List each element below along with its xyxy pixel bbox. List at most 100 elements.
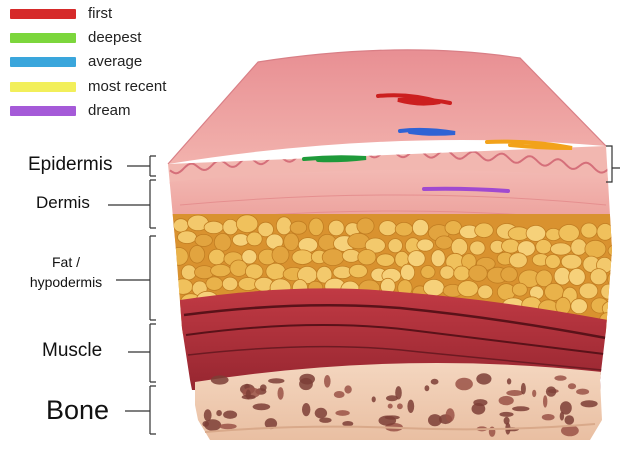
fat-cell xyxy=(607,270,612,288)
fat-cell xyxy=(596,223,612,241)
label-epidermis: Epidermis xyxy=(28,154,113,175)
deepest-mark xyxy=(302,155,367,163)
bone-pore xyxy=(216,410,222,417)
fat-cell xyxy=(589,268,608,286)
bone-pore xyxy=(506,390,524,396)
bone-pore xyxy=(299,373,316,385)
legend-swatch-dream xyxy=(10,106,76,116)
fat-cell xyxy=(257,221,274,238)
fat-cell xyxy=(241,249,258,265)
legend-label-average: average xyxy=(88,53,143,70)
label-fat-hypodermis: Fat / hypodermis xyxy=(18,252,114,292)
bone-pore xyxy=(371,396,376,403)
bone-pore xyxy=(532,389,537,398)
bone-pore xyxy=(324,375,331,388)
label-dermis: Dermis xyxy=(36,193,90,212)
fat-cell xyxy=(283,232,300,251)
fat-cell xyxy=(416,238,434,252)
bone-pore xyxy=(499,411,514,417)
bone-pore xyxy=(268,378,285,384)
dream-mark xyxy=(422,186,510,193)
skin-surface xyxy=(168,49,606,164)
bone-pore xyxy=(314,407,328,419)
bone-pore xyxy=(210,375,229,385)
fat-cell xyxy=(205,276,224,291)
fat-cell xyxy=(570,298,588,315)
bone-pore xyxy=(498,395,514,406)
bone-pore xyxy=(319,417,332,423)
label-fat-line2: hypodermis xyxy=(29,274,103,290)
bone-pore xyxy=(397,403,403,410)
legend-swatch-deepest xyxy=(10,33,76,43)
fat-cell xyxy=(525,224,547,242)
fat-cell xyxy=(291,249,314,265)
fat-cell xyxy=(477,284,494,300)
fat-cell xyxy=(407,250,426,268)
fat-cell xyxy=(189,245,206,264)
bone-pore xyxy=(264,418,278,430)
fat-cell xyxy=(316,265,333,284)
fat-cell xyxy=(265,262,286,281)
bone-pore xyxy=(520,382,526,395)
bone-pore xyxy=(203,409,212,422)
label-bone: Bone xyxy=(46,395,110,425)
bone-pore xyxy=(559,411,565,421)
legend-swatch-average xyxy=(10,57,76,67)
bone-pore xyxy=(204,419,222,431)
fat-cell xyxy=(394,221,414,237)
bone-pore xyxy=(473,399,488,407)
fat-cell xyxy=(327,219,345,237)
fat-cell xyxy=(553,267,571,286)
bone-pore xyxy=(455,377,473,391)
bone-pore xyxy=(424,385,430,392)
fat-cell xyxy=(508,252,528,269)
bone-pore xyxy=(407,399,415,413)
bone-layer xyxy=(195,363,602,440)
bone-pore xyxy=(488,426,496,437)
bone-pore xyxy=(430,378,439,385)
fat-cell xyxy=(203,220,224,234)
label-muscle: Muscle xyxy=(42,340,103,361)
fat-cell xyxy=(222,219,239,236)
bone-pore xyxy=(384,415,400,420)
bone-pore xyxy=(277,387,284,400)
fat-cell xyxy=(500,266,518,283)
legend-label-most-recent: most recent xyxy=(88,78,167,95)
bone-pore xyxy=(445,408,455,422)
bone-pore xyxy=(219,423,237,430)
bone-pore xyxy=(428,414,442,427)
fat-cell xyxy=(501,238,520,254)
fat-cell xyxy=(341,248,361,263)
bone-pore xyxy=(564,415,575,425)
fat-cell xyxy=(271,245,290,265)
drawn-marks xyxy=(302,93,573,193)
bone-pore xyxy=(580,400,598,408)
fat-cell xyxy=(364,237,386,254)
bone-pore xyxy=(560,401,572,415)
fat-cell xyxy=(321,248,345,267)
fat-cell xyxy=(210,263,232,278)
fat-cell xyxy=(511,282,528,297)
bone-pore xyxy=(223,410,238,419)
fat-cell xyxy=(378,220,397,237)
fat-cell xyxy=(517,240,536,257)
first-mark xyxy=(376,93,452,106)
bone-pore xyxy=(302,403,311,417)
fat-cell xyxy=(435,235,454,250)
bone-pore xyxy=(241,394,256,400)
layer-brackets xyxy=(108,145,620,435)
fat-cell xyxy=(468,264,488,282)
bone-pore xyxy=(395,386,402,400)
fat-cell xyxy=(181,264,197,281)
fat-cell xyxy=(558,224,580,242)
fat-cell xyxy=(308,217,324,237)
fat-cell xyxy=(357,249,377,266)
bone-pore xyxy=(512,406,530,412)
fat-cell xyxy=(244,263,264,280)
fat-cell xyxy=(208,248,226,266)
fat-cell xyxy=(568,267,586,286)
fat-cell xyxy=(221,276,239,292)
fat-cell xyxy=(172,218,189,233)
average-mark xyxy=(398,127,456,136)
fat-cell xyxy=(376,253,395,267)
